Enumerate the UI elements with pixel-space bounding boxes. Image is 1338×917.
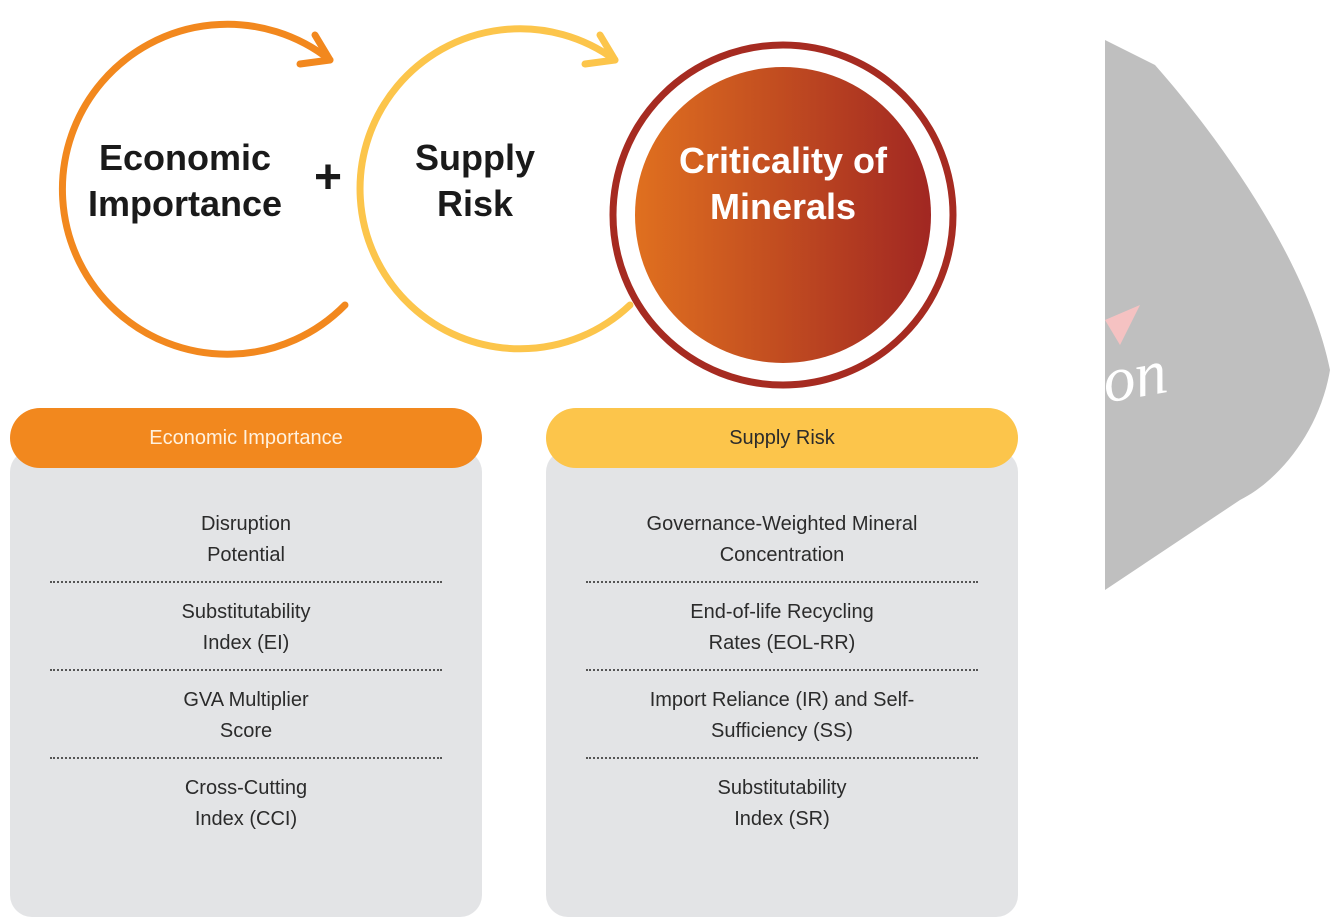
economic-importance-arc [58, 20, 349, 358]
economic-importance-circle-label: Economic Importance [87, 137, 283, 224]
dotted-divider [50, 581, 442, 583]
plus-sign: + [314, 151, 343, 204]
economic-importance-header: Economic Importance [10, 408, 482, 468]
list-item: Substitutability Index (SR) [717, 777, 847, 830]
supply-risk-circle-label: Supply Risk [414, 137, 535, 224]
watermark-logo: ion [1080, 40, 1330, 590]
list-item: Import Reliance (IR) and Self- Sufficien… [649, 689, 915, 742]
supply-risk-header: Supply Risk [546, 408, 1018, 468]
list-item: Substitutability Index (EI) [181, 601, 311, 654]
dotted-divider [586, 669, 978, 671]
supply-risk-arc [356, 25, 634, 353]
dotted-divider [586, 581, 978, 583]
economic-arrow-head [296, 31, 334, 68]
supply-risk-panel: Governance-Weighted Mineral Concentratio… [546, 450, 1018, 917]
criticality-circle-label: Criticality of Minerals [678, 140, 888, 227]
list-item: GVA Multiplier Score [183, 689, 309, 742]
economic-importance-items: Disruption Potential Substitutability In… [50, 505, 442, 839]
economic-importance-panel: Disruption Potential Substitutability In… [10, 450, 482, 917]
dotted-divider [50, 669, 442, 671]
supply-arrow-head [581, 31, 619, 68]
criticality-inner-circle [635, 67, 931, 363]
dotted-divider [50, 757, 442, 759]
criticality-cycle-diagram [58, 20, 957, 389]
list-item: Governance-Weighted Mineral Concentratio… [646, 513, 918, 566]
dotted-divider [586, 757, 978, 759]
list-item: Disruption Potential [200, 513, 292, 566]
list-item: Cross-Cutting Index (CCI) [184, 777, 308, 830]
watermark-text: ion [1080, 335, 1172, 419]
criticality-outer-ring [609, 41, 957, 389]
list-item: End-of-life Recycling Rates (EOL-RR) [690, 601, 874, 654]
supply-risk-items: Governance-Weighted Mineral Concentratio… [586, 505, 978, 839]
